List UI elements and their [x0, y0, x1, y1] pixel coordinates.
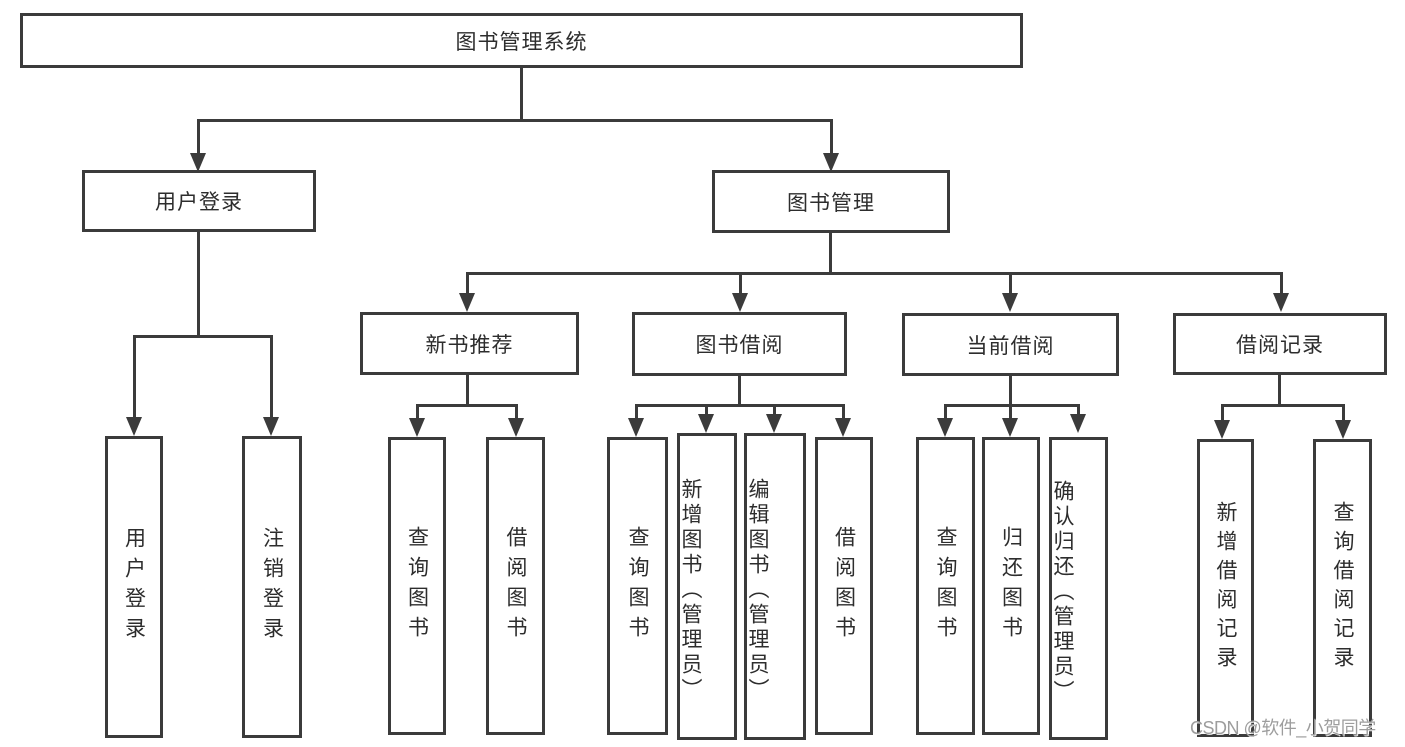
connector-level3-hbar	[466, 272, 1283, 275]
node-label: 新书推荐	[425, 333, 514, 357]
arrow-down-icon	[190, 153, 206, 172]
connector-stub-leaf	[1077, 404, 1080, 421]
leaf-borrow-books-borrowing: 借阅图书	[815, 437, 873, 735]
connector-stub-leaf	[635, 404, 638, 421]
arrow-down-icon	[628, 418, 644, 437]
connector-stub-leaf	[1342, 404, 1345, 422]
leaf-query-books-current: 查询图书	[916, 437, 975, 735]
arrow-down-icon	[508, 418, 524, 437]
arrow-down-icon	[1214, 420, 1230, 439]
leaf-edit-books-admin: 编辑图书（管理员）	[744, 433, 806, 740]
connector-stub-leaf	[944, 404, 947, 421]
arrow-down-icon	[698, 414, 714, 433]
arrow-down-icon	[823, 153, 839, 172]
node-root-system: 图书管理系统	[20, 13, 1023, 68]
leaf-label: 查询图书	[934, 526, 957, 646]
leaf-label: 查询图书	[626, 526, 649, 646]
connector-stub-leaf	[705, 404, 708, 421]
connector-stub-leaf	[842, 404, 845, 421]
connector-user-login-trunk	[197, 232, 200, 338]
leaf-confirm-return-admin: 确认归还（管理员）	[1049, 437, 1108, 740]
node-label: 当前借阅	[966, 334, 1055, 358]
leaf-label: 借阅图书	[832, 526, 856, 646]
connector-new-book-hbar	[416, 404, 518, 407]
connector-stub-new-book	[466, 272, 469, 297]
arrow-down-icon	[1002, 293, 1018, 312]
arrow-down-icon	[459, 293, 475, 312]
connector-book-borrow-trunk	[738, 376, 741, 407]
arrow-down-icon	[835, 418, 851, 437]
connector-stub-book-management	[830, 119, 833, 156]
connector-stub-logout-leaf	[270, 335, 273, 420]
leaf-query-books-recommend: 查询图书	[388, 437, 446, 735]
leaf-label: 归还图书	[999, 526, 1023, 646]
connector-root-trunk	[520, 68, 523, 121]
connector-stub-leaf	[773, 404, 776, 421]
leaf-label: 用户登录	[122, 527, 146, 647]
leaf-add-books-admin: 新增图书（管理员）	[677, 433, 737, 740]
leaf-return-books: 归还图书	[982, 437, 1040, 735]
arrow-down-icon	[263, 417, 279, 436]
connector-book-borrow-hbar	[635, 404, 845, 407]
node-book-borrowing: 图书借阅	[632, 312, 847, 376]
leaf-query-borrow-record: 查询借阅记录	[1313, 439, 1372, 737]
connector-stub-leaf	[1009, 404, 1012, 421]
connector-user-login-hbar	[133, 335, 273, 338]
connector-stub-login-leaf	[133, 335, 136, 420]
node-book-management: 图书管理	[712, 170, 950, 233]
connector-stub-user-login	[197, 119, 200, 156]
node-label: 用户登录	[155, 191, 243, 214]
leaf-query-books-borrowing: 查询图书	[607, 437, 668, 735]
leaf-label: 新增图书（管理员）	[679, 477, 702, 703]
leaf-label: 新增借阅记录	[1214, 501, 1237, 675]
connector-current-borrow-trunk	[1009, 376, 1012, 407]
arrow-down-icon	[1002, 418, 1018, 437]
leaf-label: 注销登录	[260, 527, 284, 647]
connector-borrow-records-trunk	[1278, 375, 1281, 407]
connector-stub-current-borrow	[1009, 272, 1012, 297]
node-user-login: 用户登录	[82, 170, 316, 232]
connector-stub-leaf	[416, 404, 419, 421]
node-label: 图书管理系统	[455, 30, 588, 54]
connector-stub-leaf	[515, 404, 518, 421]
leaf-label: 编辑图书（管理员）	[746, 477, 769, 703]
arrow-down-icon	[126, 417, 142, 436]
leaf-borrow-books-recommend: 借阅图书	[486, 437, 545, 735]
leaf-label: 借阅图书	[504, 526, 527, 646]
connector-stub-book-borrow	[739, 272, 742, 297]
arrow-down-icon	[1070, 414, 1086, 433]
leaf-user-login: 用户登录	[105, 436, 163, 738]
node-label: 图书管理	[787, 191, 875, 215]
connector-borrow-records-hbar	[1221, 404, 1345, 407]
leaf-label: 确认归还（管理员）	[1051, 479, 1074, 705]
connector-new-book-trunk	[466, 375, 469, 407]
node-new-book-recommend: 新书推荐	[360, 312, 579, 375]
leaf-label: 查询图书	[405, 526, 429, 646]
node-current-borrowing: 当前借阅	[902, 313, 1119, 376]
csdn-watermark: CSDN @软件_小贺同学	[1190, 718, 1376, 738]
connector-current-borrow-hbar	[944, 404, 1080, 407]
connector-root-hbar	[197, 119, 833, 122]
leaf-label: 查询借阅记录	[1331, 501, 1354, 675]
arrow-down-icon	[409, 418, 425, 437]
arrow-down-icon	[937, 418, 953, 437]
connector-book-management-trunk	[829, 232, 832, 275]
connector-stub-borrow-records	[1280, 272, 1283, 297]
leaf-logout: 注销登录	[242, 436, 302, 738]
node-label: 图书借阅	[695, 334, 784, 357]
arrow-down-icon	[766, 414, 782, 433]
arrow-down-icon	[732, 293, 748, 312]
node-borrowing-records: 借阅记录	[1173, 313, 1387, 375]
leaf-add-borrow-record: 新增借阅记录	[1197, 439, 1254, 737]
arrow-down-icon	[1273, 293, 1289, 312]
connector-stub-leaf	[1221, 404, 1224, 422]
node-label: 借阅记录	[1236, 334, 1324, 357]
arrow-down-icon	[1335, 420, 1351, 439]
